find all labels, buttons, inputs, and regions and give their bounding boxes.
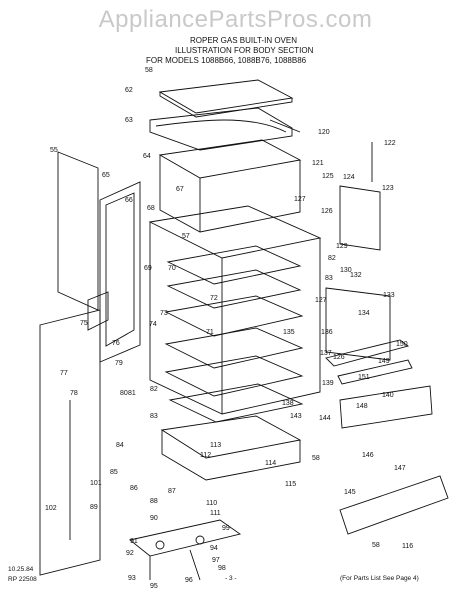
part-callout-111: 111 (210, 510, 221, 517)
part-callout-130: 130 (340, 267, 352, 274)
part-callout-79: 79 (115, 360, 123, 367)
part-callout-74: 74 (149, 321, 157, 328)
part-callout-73: 73 (160, 310, 168, 317)
part-callout-58: 58 (312, 455, 320, 462)
part-callout-55: 55 (50, 147, 58, 154)
part-callout-85: 85 (110, 469, 118, 476)
part-callout-112: 112 (200, 452, 211, 459)
part-callout-135: 135 (283, 329, 295, 336)
diagram-title-line-3: FOR MODELS 1088B66, 1088B76, 1088B86 (146, 56, 307, 65)
part-callout-58: 58 (372, 542, 380, 549)
callout-label-layer: 58 62 63 120 55 64 121 125 122 124 123 65 67 127 126 66… (45, 67, 413, 590)
part-callout-124: 124 (343, 174, 355, 181)
part-callout-96: 96 (185, 577, 193, 584)
part-callout-113: 113 (210, 442, 221, 449)
part-callout-92: 92 (126, 550, 134, 557)
diagram-title-line-2: ILLUSTRATION FOR BODY SECTION (175, 46, 314, 55)
part-callout-66: 66 (125, 197, 133, 204)
part-callout-114: 114 (265, 460, 276, 467)
part-callout-75: 75 (80, 320, 88, 327)
part-callout-82: 82 (328, 255, 336, 262)
watermark-text: AppliancePartsPros.com (98, 6, 373, 33)
part-callout-127: 127 (315, 297, 327, 304)
part-callout-81: 81 (128, 390, 136, 397)
part-callout-95: 95 (150, 583, 158, 590)
part-callout-83: 83 (150, 413, 158, 420)
part-callout-78: 78 (70, 390, 78, 397)
part-callout-136: 136 (321, 329, 333, 336)
part-callout-71: 71 (206, 329, 214, 336)
footer-parts-list-note: (For Parts List See Page 4) (340, 575, 419, 582)
part-callout-80: 80 (120, 390, 128, 397)
part-callout-88: 88 (150, 498, 158, 505)
part-callout-110: 110 (206, 500, 217, 507)
footer-code: RP 22508 (8, 576, 37, 583)
part-callout-146: 146 (362, 452, 374, 459)
part-callout-93: 93 (128, 575, 136, 582)
part-callout-91: 91 (130, 538, 138, 545)
part-callout-72: 72 (210, 295, 218, 302)
part-callout-122: 122 (384, 140, 396, 147)
part-callout-144: 144 (319, 415, 331, 422)
part-callout-125: 125 (322, 173, 334, 180)
part-callout-115: 115 (285, 481, 296, 488)
part-callout-123: 123 (382, 185, 394, 192)
part-callout-65: 65 (102, 172, 110, 179)
part-callout-134: 134 (358, 310, 370, 317)
part-callout-97: 97 (212, 557, 220, 564)
part-callout-76: 76 (112, 340, 120, 347)
part-callout-57: 57 (182, 233, 190, 240)
part-callout-70: 70 (168, 265, 176, 272)
part-callout-98: 98 (218, 565, 226, 572)
part-callout-83: 83 (325, 275, 333, 282)
part-callout-126: 126 (321, 208, 333, 215)
part-callout-121: 121 (312, 160, 324, 167)
part-callout-63: 63 (125, 117, 133, 124)
part-callout-145: 145 (344, 489, 356, 496)
part-callout-132: 132 (350, 272, 362, 279)
part-callout-82: 82 (150, 386, 158, 393)
part-callout-143: 143 (290, 413, 302, 420)
part-callout-102: 102 (45, 505, 57, 512)
part-callout-138: 138 (282, 400, 294, 407)
part-callout-69: 69 (144, 265, 152, 272)
part-callout-64: 64 (143, 153, 151, 160)
diagram-linework (39, 79, 449, 581)
part-callout-149: 149 (378, 358, 390, 365)
part-callout-147: 147 (394, 465, 406, 472)
diagram-title-line-1: ROPER GAS BUILT-IN OVEN (190, 36, 297, 45)
part-callout-90: 90 (150, 515, 158, 522)
part-callout-126: 126 (333, 354, 345, 361)
part-callout-62: 62 (125, 87, 133, 94)
part-callout-116: 116 (402, 543, 413, 550)
part-callout-148: 148 (356, 403, 368, 410)
part-callout-101: 101 (90, 480, 102, 487)
part-callout-87: 87 (168, 488, 176, 495)
part-callout-150: 150 (396, 341, 408, 348)
part-callout-140: 140 (382, 392, 394, 399)
part-callout-89: 89 (90, 504, 98, 511)
part-callout-77: 77 (60, 370, 68, 377)
part-callout-127: 127 (294, 196, 306, 203)
part-callout-86: 86 (130, 485, 138, 492)
part-callout-151: 151 (358, 374, 370, 381)
part-callout-129: 129 (336, 243, 348, 250)
part-callout-68: 68 (147, 205, 155, 212)
part-callout-133: 133 (383, 292, 395, 299)
part-callout-139: 139 (322, 380, 334, 387)
part-callout-58: 58 (145, 67, 153, 74)
footer-date: 10.25.84 (8, 566, 34, 573)
part-callout-84: 84 (116, 442, 124, 449)
part-callout-137: 137 (320, 350, 332, 357)
footer-page-number: - 3 - (225, 575, 237, 582)
part-callout-99: 99 (222, 525, 230, 532)
part-callout-120: 120 (318, 129, 330, 136)
part-callout-67: 67 (176, 186, 184, 193)
part-callout-94: 94 (210, 545, 218, 552)
